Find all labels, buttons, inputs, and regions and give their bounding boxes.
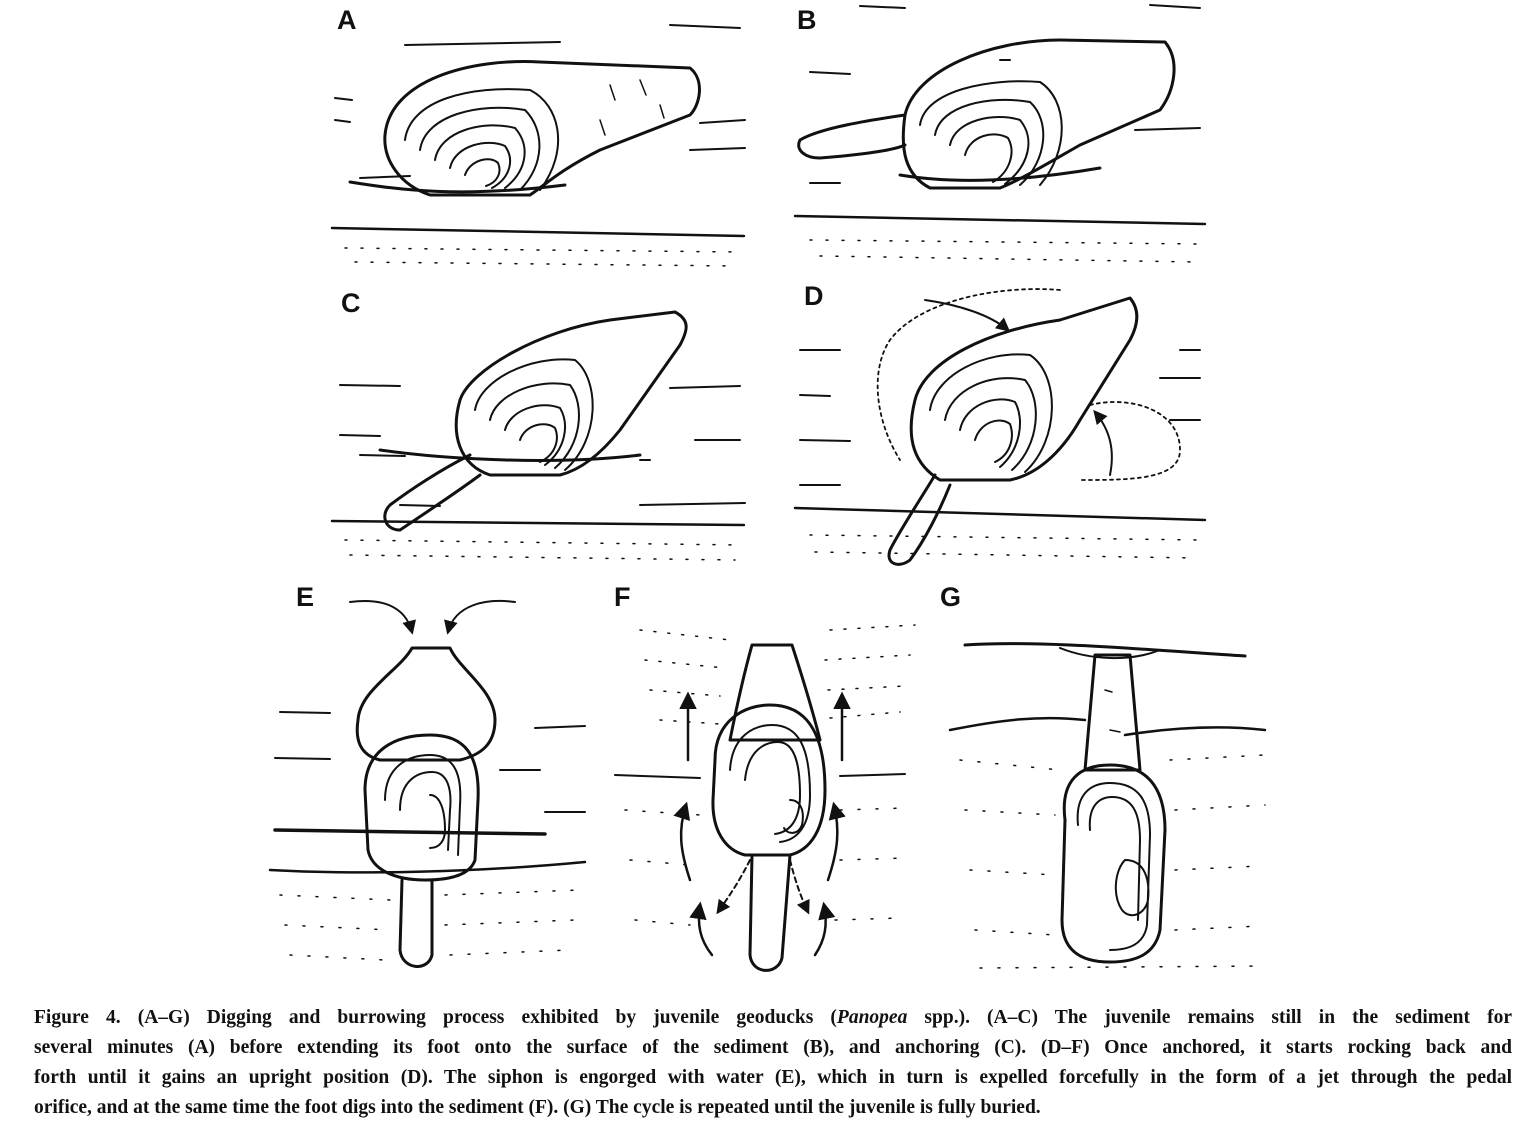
panel-label-c: C	[341, 288, 361, 318]
panel-a-drawing	[330, 24, 746, 267]
figure-caption: Figure 4. (A–G) Digging and burrowing pr…	[34, 1003, 1512, 1123]
panel-g-drawing	[948, 642, 1267, 969]
panel-label-e: E	[296, 582, 315, 612]
panel-label-a: A	[337, 5, 357, 35]
panel-f-drawing	[614, 624, 916, 972]
panel-e-drawing	[268, 599, 587, 968]
panel-label-g: G	[940, 582, 962, 612]
caption-genus: Panopea	[836, 1007, 908, 1028]
panel-label-b: B	[797, 5, 817, 35]
figure-drawings	[268, 4, 1267, 972]
panel-b-drawing	[793, 4, 1207, 263]
panel-d-drawing	[793, 288, 1207, 566]
caption-line-2: several minutes (A) before extending its…	[34, 1037, 1512, 1058]
panel-c-drawing	[330, 310, 746, 561]
caption-line-3: forth until it gains an upright position…	[34, 1067, 1512, 1088]
figure-4: A B C D E F G	[268, 4, 1267, 972]
caption-line-4: orifice, and at the same time the foot d…	[34, 1097, 1041, 1118]
panel-label-f: F	[614, 582, 631, 612]
panel-label-d: D	[804, 281, 824, 311]
caption-line-1: Figure 4. (A–G) Digging and burrowing pr…	[34, 1007, 1512, 1028]
